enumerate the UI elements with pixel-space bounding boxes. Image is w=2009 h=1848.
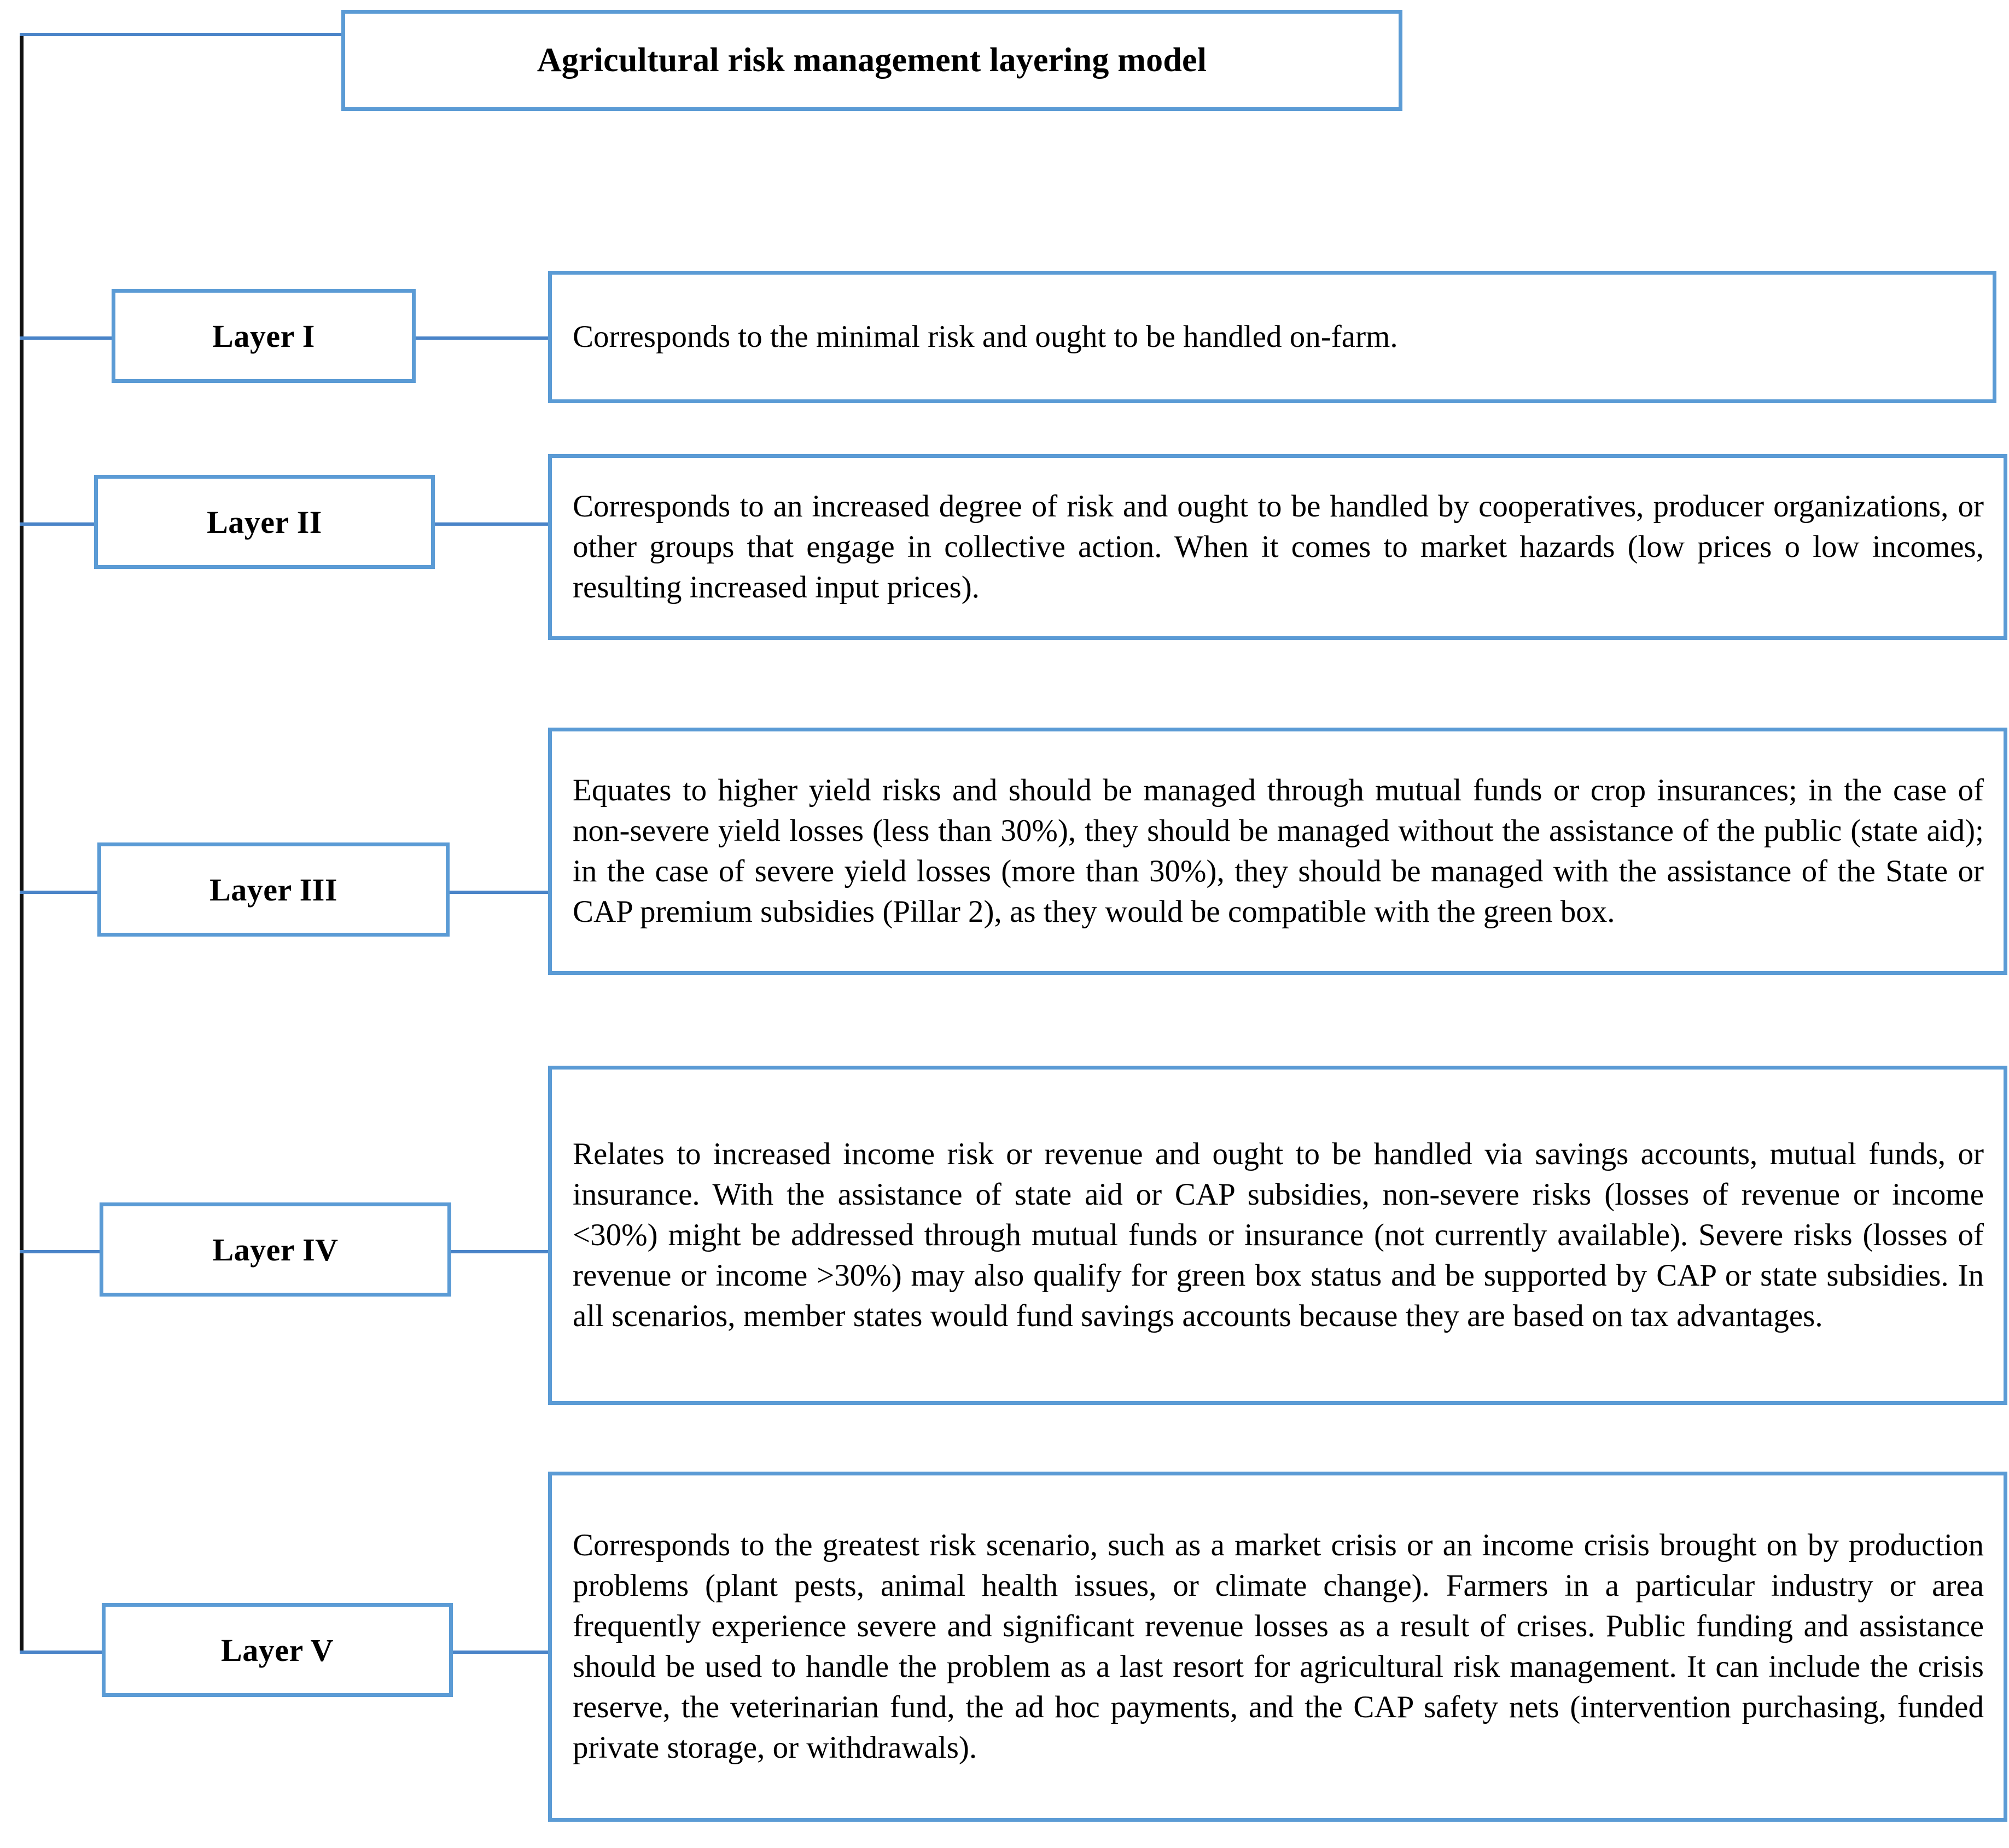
- layer-label-1: Layer I: [212, 318, 315, 354]
- trunk-vertical-line: [20, 34, 24, 1653]
- connector-layer-4-to-description: [451, 1250, 552, 1253]
- layer-label-4: Layer IV: [212, 1231, 339, 1268]
- description-text-5: Corresponds to the greatest risk scenari…: [573, 1527, 1984, 1765]
- connector-layer-3-to-description: [450, 891, 552, 894]
- connector-layer-2-to-description: [435, 522, 552, 526]
- connector-trunk-to-title: [20, 33, 342, 36]
- connector-trunk-to-layer-4: [20, 1250, 104, 1253]
- connector-layer-5-to-description: [453, 1651, 552, 1654]
- connector-trunk-to-layer-3: [20, 891, 102, 894]
- layer-label-2: Layer II: [207, 504, 322, 540]
- layer-label-5: Layer V: [221, 1632, 334, 1668]
- connector-trunk-to-layer-1: [20, 336, 113, 340]
- description-box-1: Corresponds to the minimal risk and ough…: [548, 271, 1996, 403]
- connector-trunk-to-layer-5: [20, 1651, 107, 1654]
- layer-label-3: Layer III: [209, 871, 337, 908]
- description-text-1: Corresponds to the minimal risk and ough…: [573, 319, 1398, 354]
- layer-box-5[interactable]: Layer V: [102, 1603, 453, 1697]
- connector-trunk-to-layer-2: [20, 522, 96, 526]
- layer-box-1[interactable]: Layer I: [112, 289, 416, 383]
- layer-box-4[interactable]: Layer IV: [100, 1202, 451, 1297]
- description-box-4: Relates to increased income risk or reve…: [548, 1066, 2007, 1405]
- connector-layer-1-to-description: [416, 336, 550, 340]
- description-box-5: Corresponds to the greatest risk scenari…: [548, 1472, 2007, 1822]
- layer-box-2[interactable]: Layer II: [94, 475, 435, 569]
- description-text-2: Corresponds to an increased degree of ri…: [573, 489, 1984, 605]
- description-box-2: Corresponds to an increased degree of ri…: [548, 454, 2007, 640]
- page-title: Agricultural risk management layering mo…: [537, 42, 1207, 79]
- description-box-3: Equates to higher yield risks and should…: [548, 728, 2007, 975]
- description-text-4: Relates to increased income risk or reve…: [573, 1136, 1984, 1334]
- layer-box-3[interactable]: Layer III: [97, 842, 450, 937]
- diagram-title-box: Agricultural risk management layering mo…: [341, 10, 1402, 111]
- description-text-3: Equates to higher yield risks and should…: [573, 772, 1984, 929]
